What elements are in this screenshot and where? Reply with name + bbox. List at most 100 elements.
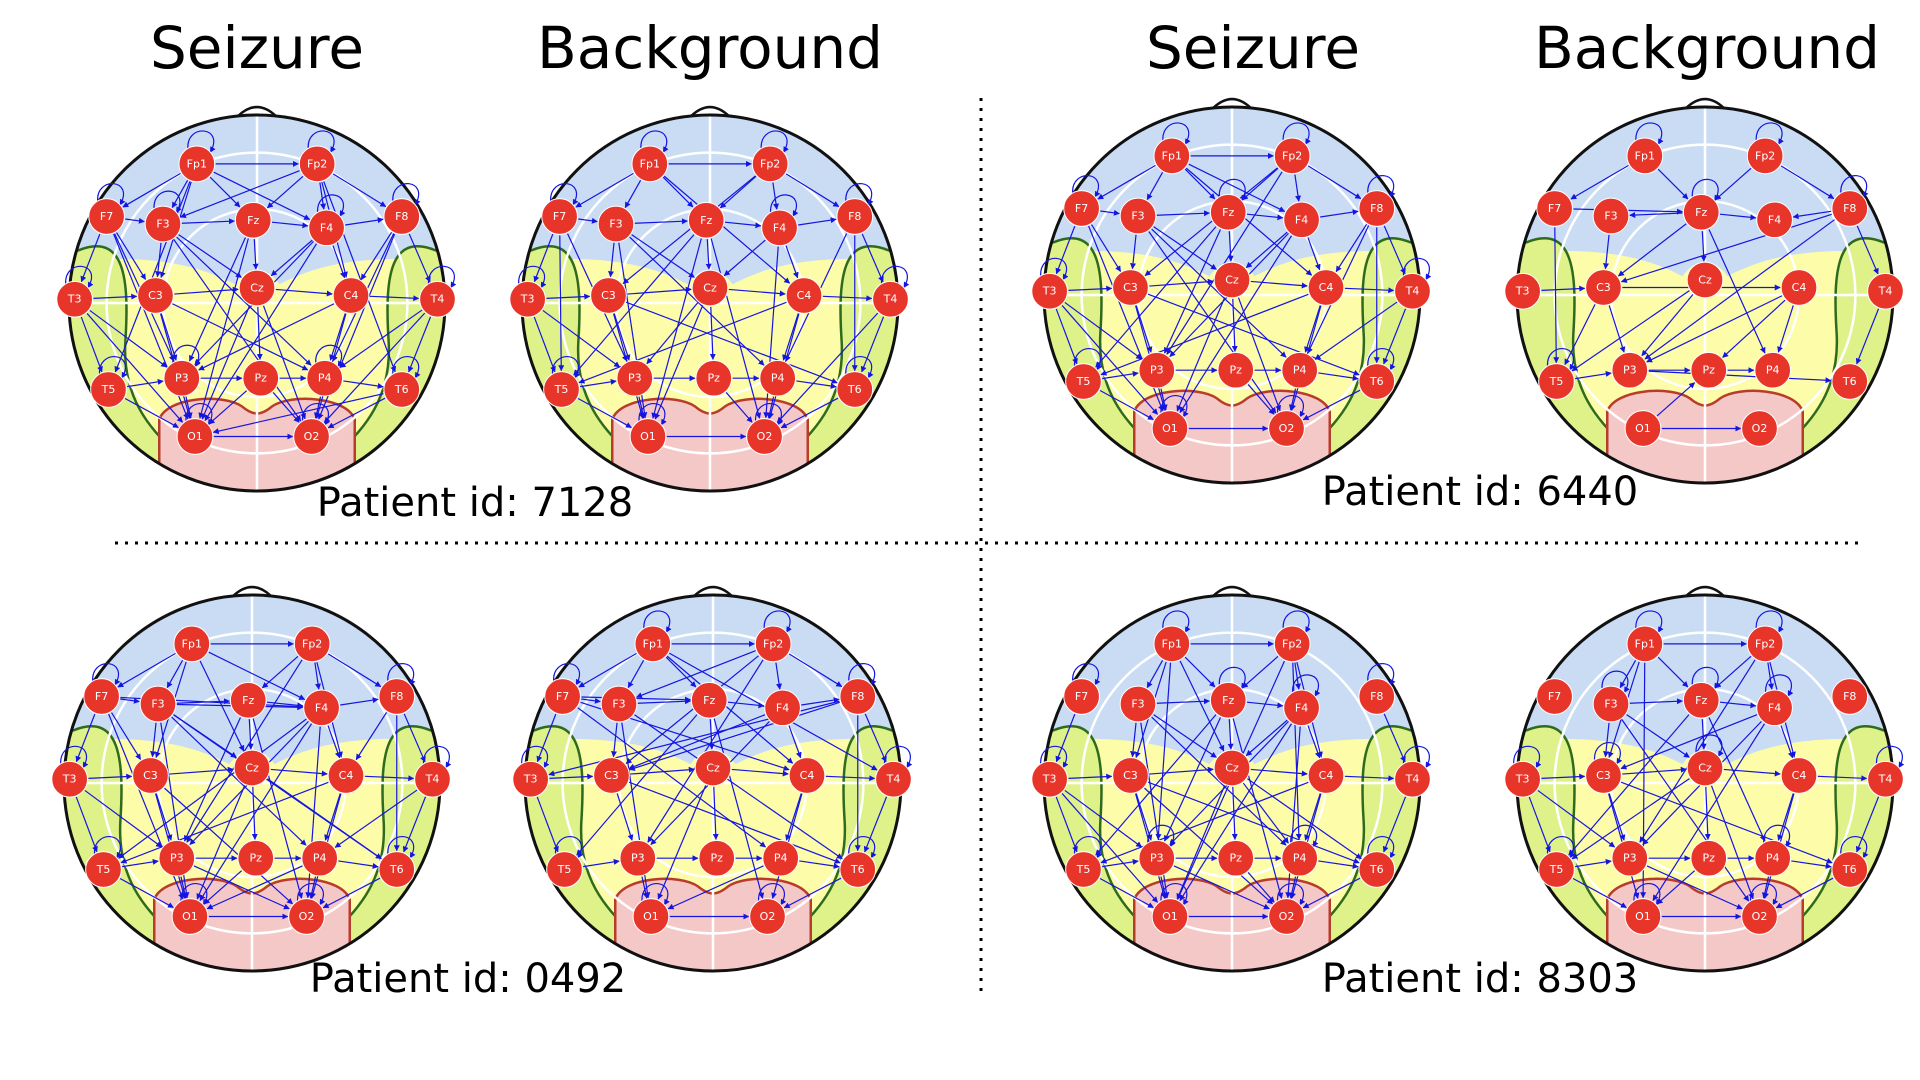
edge-F8-T4	[1383, 713, 1406, 763]
self-loop-Fp1	[640, 130, 669, 153]
edge-Fp2-Fz	[1714, 655, 1752, 689]
edge-Fp1-F3	[627, 660, 645, 689]
edge-P4-O1	[667, 865, 764, 910]
electrode-P3	[1611, 839, 1649, 877]
electrode-label-C4: C4	[1792, 769, 1807, 782]
electrode-label-Fp1: Fp1	[1162, 149, 1182, 162]
electrode-F8	[1831, 190, 1869, 227]
edge-T5-O1	[124, 397, 179, 429]
electrode-label-Cz: Cz	[703, 281, 717, 294]
electrode-F7	[1536, 190, 1573, 227]
edge-Fp2-F4	[772, 182, 779, 210]
self-loop-Fp1	[1635, 610, 1664, 633]
edge-F7-C3	[116, 232, 147, 280]
patient-id-label: Patient id: 6440	[1322, 469, 1638, 515]
electrode-label-C3: C3	[1596, 769, 1611, 782]
edge-Fp2-F4	[1767, 662, 1774, 690]
edge-F8-C4	[1335, 224, 1368, 273]
edge-Fz-F4	[266, 701, 304, 709]
edge-Fz-O1	[651, 238, 702, 419]
edge-Fz-F4	[1719, 701, 1757, 709]
edge-Fp2-F4	[775, 662, 782, 690]
electrode-label-O1: O1	[187, 430, 203, 443]
self-loop-F8	[387, 663, 416, 686]
edge-F3-Fz	[176, 698, 230, 705]
edge-Fp2-F3	[180, 170, 300, 219]
edge-T6-O2	[783, 877, 842, 909]
edge-Fz-F4	[1246, 701, 1284, 709]
electrode-P4	[762, 839, 800, 877]
edge-F4-C4	[327, 725, 341, 759]
electrode-label-T4: T4	[883, 293, 898, 306]
electrode-label-T5: T5	[1549, 375, 1564, 388]
edge-Cz-Pz	[709, 306, 716, 360]
edge-F3-C3	[1603, 234, 1610, 270]
edge-F8-C3	[628, 701, 840, 771]
electrode-Pz	[695, 359, 733, 397]
electrode-label-F3: F3	[612, 698, 625, 711]
self-loop-F8	[845, 183, 874, 206]
electrode-label-F4: F4	[315, 701, 328, 714]
edge-Fp2-C3	[625, 655, 759, 765]
edge-Cz-T6	[1247, 778, 1362, 860]
edge-F8-C3	[1620, 213, 1832, 283]
electrode-O1	[1624, 898, 1662, 935]
edge-C4-P4	[324, 793, 341, 841]
electrode-label-Fz: Fz	[703, 694, 715, 707]
self-loop-F4	[770, 194, 799, 217]
electrode-label-P4: P4	[1293, 852, 1307, 865]
self-loop-F7	[92, 663, 121, 686]
edge-F3-O2	[173, 239, 302, 422]
edge-Fp2-F4	[314, 662, 321, 690]
electrode-Fz	[234, 201, 272, 239]
edge-P4-T6	[1318, 860, 1359, 869]
electrode-label-O2: O2	[1752, 910, 1768, 923]
edge-P4-O2	[1288, 388, 1297, 411]
self-loop-O1	[1160, 395, 1189, 418]
electrode-F7	[544, 678, 581, 715]
edge-C4-T4	[1344, 775, 1395, 782]
electrode-label-F3: F3	[151, 698, 164, 711]
electrode-F3	[1119, 197, 1157, 235]
edge-Cz-O2	[262, 305, 306, 420]
edge-T4-T6	[402, 796, 427, 853]
electrode-C4	[1780, 757, 1818, 794]
edge-Fz-F4	[1719, 213, 1757, 221]
electrode-O1	[1151, 410, 1189, 447]
edge-C4-T4	[825, 775, 876, 782]
edge-P3-O1	[638, 396, 646, 419]
edge-Fz-F4	[727, 701, 765, 709]
electrode-Fz	[687, 201, 725, 239]
electrode-F3	[1119, 685, 1157, 723]
column-title-background: Background	[1534, 14, 1880, 82]
edge-Fp1-F3	[171, 180, 189, 209]
edge-T3-O1	[86, 313, 183, 423]
edge-F4-Cz	[1245, 719, 1288, 757]
edge-Fp1-F7	[578, 652, 637, 688]
edge-C3-Cz	[1149, 766, 1214, 775]
electrode-F4	[1756, 689, 1793, 727]
edge-F3-Cz	[631, 234, 695, 278]
edge-Fp1-F3	[624, 180, 642, 209]
electrode-Fp2	[298, 145, 336, 183]
edge-Fz-F3	[1629, 212, 1683, 219]
edge-F3-Fz	[634, 218, 688, 225]
edge-C4-P4	[1777, 305, 1794, 353]
electrode-label-Cz: Cz	[706, 761, 720, 774]
electrode-label-Fz: Fz	[1695, 206, 1707, 219]
edge-Fp1-F4	[208, 651, 306, 701]
edge-C4-P4	[1304, 305, 1321, 353]
electrode-Fz	[229, 681, 267, 719]
self-loop-O1	[638, 403, 667, 426]
edge-Cz-O2	[1710, 785, 1754, 900]
edge-C3-Cz	[169, 766, 234, 775]
electrode-F3	[597, 205, 635, 243]
edge-Fz-Cz	[705, 239, 712, 270]
edge-Cz-C4	[731, 768, 789, 777]
edge-Fz-F4	[271, 221, 309, 229]
edge-T6-O2	[1775, 877, 1834, 909]
